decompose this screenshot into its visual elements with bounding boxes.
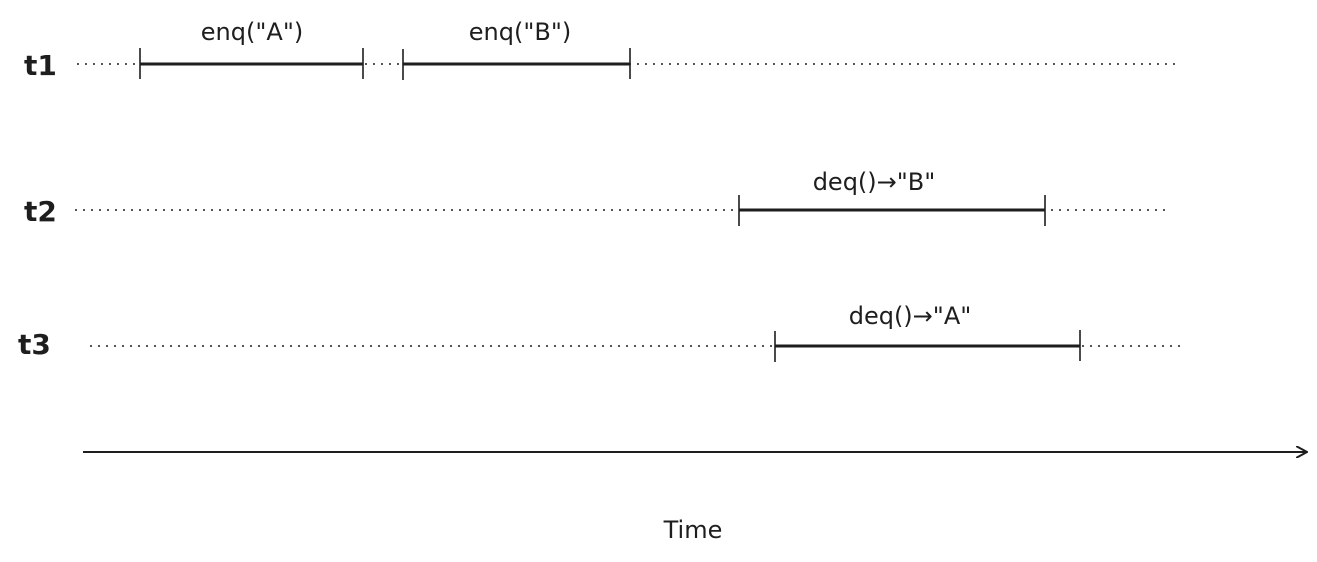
thread-label: t3 — [18, 328, 51, 361]
thread-label: t1 — [24, 49, 57, 82]
operation-interval: deq()→"B" — [738, 168, 1046, 226]
operation-label: enq("B") — [469, 18, 571, 46]
operation-interval: deq()→"A" — [774, 302, 1081, 362]
operation-label: enq("A") — [201, 18, 303, 46]
time-axis: Time — [83, 452, 1306, 544]
operation-label: deq()→"A" — [849, 302, 972, 330]
operation-label: deq()→"B" — [813, 168, 936, 196]
thread-row-t1: t1 enq("A") enq("B") — [24, 18, 1175, 82]
thread-label: t2 — [24, 195, 57, 228]
time-axis-label: Time — [663, 516, 723, 544]
operation-interval: enq("A") — [139, 18, 364, 79]
thread-row-t2: t2 deq()→"B" — [24, 168, 1170, 228]
operation-interval: enq("B") — [402, 18, 631, 80]
thread-row-t3: t3 deq()→"A" — [18, 302, 1185, 362]
